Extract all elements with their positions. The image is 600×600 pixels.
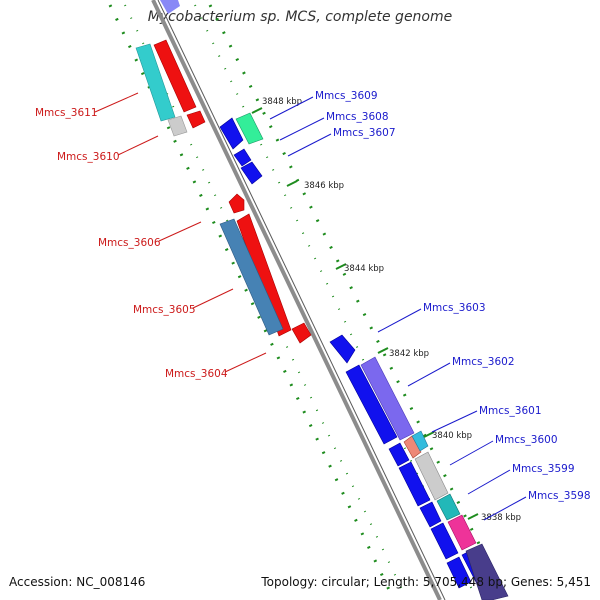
tick-label-3846: 3846 kbp — [304, 181, 344, 191]
gene-partial-top — [160, 0, 180, 14]
tick-label-3838: 3838 kbp — [481, 513, 521, 523]
gene-Mmcs_3609 — [235, 112, 264, 145]
label-Mmcs_3610: Mmcs_3610 — [57, 151, 120, 163]
gene-Mmcs_3610-head — [186, 110, 206, 129]
leader-Mmcs_3604 — [224, 352, 267, 373]
gene-Mmcs_3611-tail — [167, 115, 188, 137]
gene-Mmcs_3607 — [233, 148, 252, 167]
gene-Mmcs_3603 — [329, 334, 356, 364]
label-Mmcs_3606: Mmcs_3606 — [98, 237, 161, 249]
topology-text: Topology: circular; Length: 5,705,448 bp… — [261, 575, 591, 589]
gene-Mmcs_3600-salmon — [403, 435, 422, 459]
gene-darkslate-e — [465, 543, 509, 600]
leader-Mmcs_3598 — [483, 496, 527, 521]
gene-teal-piece — [436, 493, 461, 521]
leader-Mmcs_3602 — [407, 362, 451, 387]
label-Mmcs_3608: Mmcs_3608 — [326, 111, 389, 123]
gene-Mmcs_3601 — [388, 442, 410, 467]
label-Mmcs_3598: Mmcs_3598 — [528, 490, 591, 502]
ruler-outer-right — [208, 4, 507, 597]
gene-Mmcs_3607-b — [240, 161, 263, 185]
label-Mmcs_3601: Mmcs_3601 — [479, 405, 542, 417]
accession-text: Accession: NC_008146 — [9, 575, 146, 589]
leader-Mmcs_3605 — [192, 288, 234, 309]
leader-Mmcs_3608 — [279, 117, 325, 141]
gene-Mmcs_3605-head — [291, 322, 312, 344]
gene-Mmcs_3604 — [219, 218, 284, 336]
leader-Mmcs_3606 — [158, 221, 202, 242]
gene-Mmcs_3602-blue — [345, 364, 398, 445]
leader-Mmcs_3603 — [377, 308, 422, 333]
genome-backbone — [151, 0, 442, 600]
tick-label-3842: 3842 kbp — [389, 349, 429, 359]
label-Mmcs_3605: Mmcs_3605 — [133, 304, 196, 316]
gene-Mmcs_3602 — [360, 356, 415, 441]
gene-blue-a — [419, 501, 442, 528]
gene-Mmcs_3600 — [411, 430, 429, 452]
leader-Mmcs_3610 — [117, 135, 159, 156]
tick-3848 — [251, 107, 263, 114]
leader-Mmcs_3600 — [449, 440, 494, 466]
leader-Mmcs_3601 — [431, 410, 478, 433]
tick-3842 — [377, 347, 389, 354]
gene-Mmcs_3610 — [153, 39, 197, 113]
label-Mmcs_3607: Mmcs_3607 — [333, 127, 396, 139]
tick-3844 — [335, 263, 347, 270]
leader-Mmcs_3611 — [94, 92, 139, 113]
gene-Mmcs_3598 — [447, 514, 477, 551]
gene-Mmcs_3608 — [219, 117, 244, 150]
label-Mmcs_3602: Mmcs_3602 — [452, 356, 515, 368]
leader-Mmcs_3607 — [287, 133, 332, 157]
leader-Mmcs_3609 — [269, 96, 314, 120]
tick-label-3848: 3848 kbp — [262, 97, 302, 107]
gene-Mmcs_3599 — [414, 451, 449, 501]
map-title: Mycobacterium sp. MCS, complete genome — [147, 9, 453, 25]
gene-Mmcs_3601-b — [398, 461, 431, 507]
tick-3846 — [286, 180, 298, 187]
gene-Mmcs_3611 — [135, 43, 176, 122]
genome-backbone-edge — [157, 0, 446, 600]
label-Mmcs_3599: Mmcs_3599 — [512, 463, 575, 475]
label-Mmcs_3600: Mmcs_3600 — [495, 434, 558, 446]
tick-3838 — [467, 513, 479, 520]
gene-Mmcs_3606 — [228, 193, 245, 214]
label-Mmcs_3603: Mmcs_3603 — [423, 302, 486, 314]
gene-blue-b — [430, 522, 459, 560]
gene-blue-d — [446, 556, 472, 589]
label-Mmcs_3611: Mmcs_3611 — [35, 107, 98, 119]
label-Mmcs_3604: Mmcs_3604 — [165, 368, 228, 380]
tick-3840 — [423, 431, 435, 438]
leader-Mmcs_3599 — [467, 469, 511, 495]
tick-label-3840: 3840 kbp — [432, 431, 472, 441]
label-Mmcs_3609: Mmcs_3609 — [315, 90, 378, 102]
tick-label-3844: 3844 kbp — [344, 264, 384, 274]
